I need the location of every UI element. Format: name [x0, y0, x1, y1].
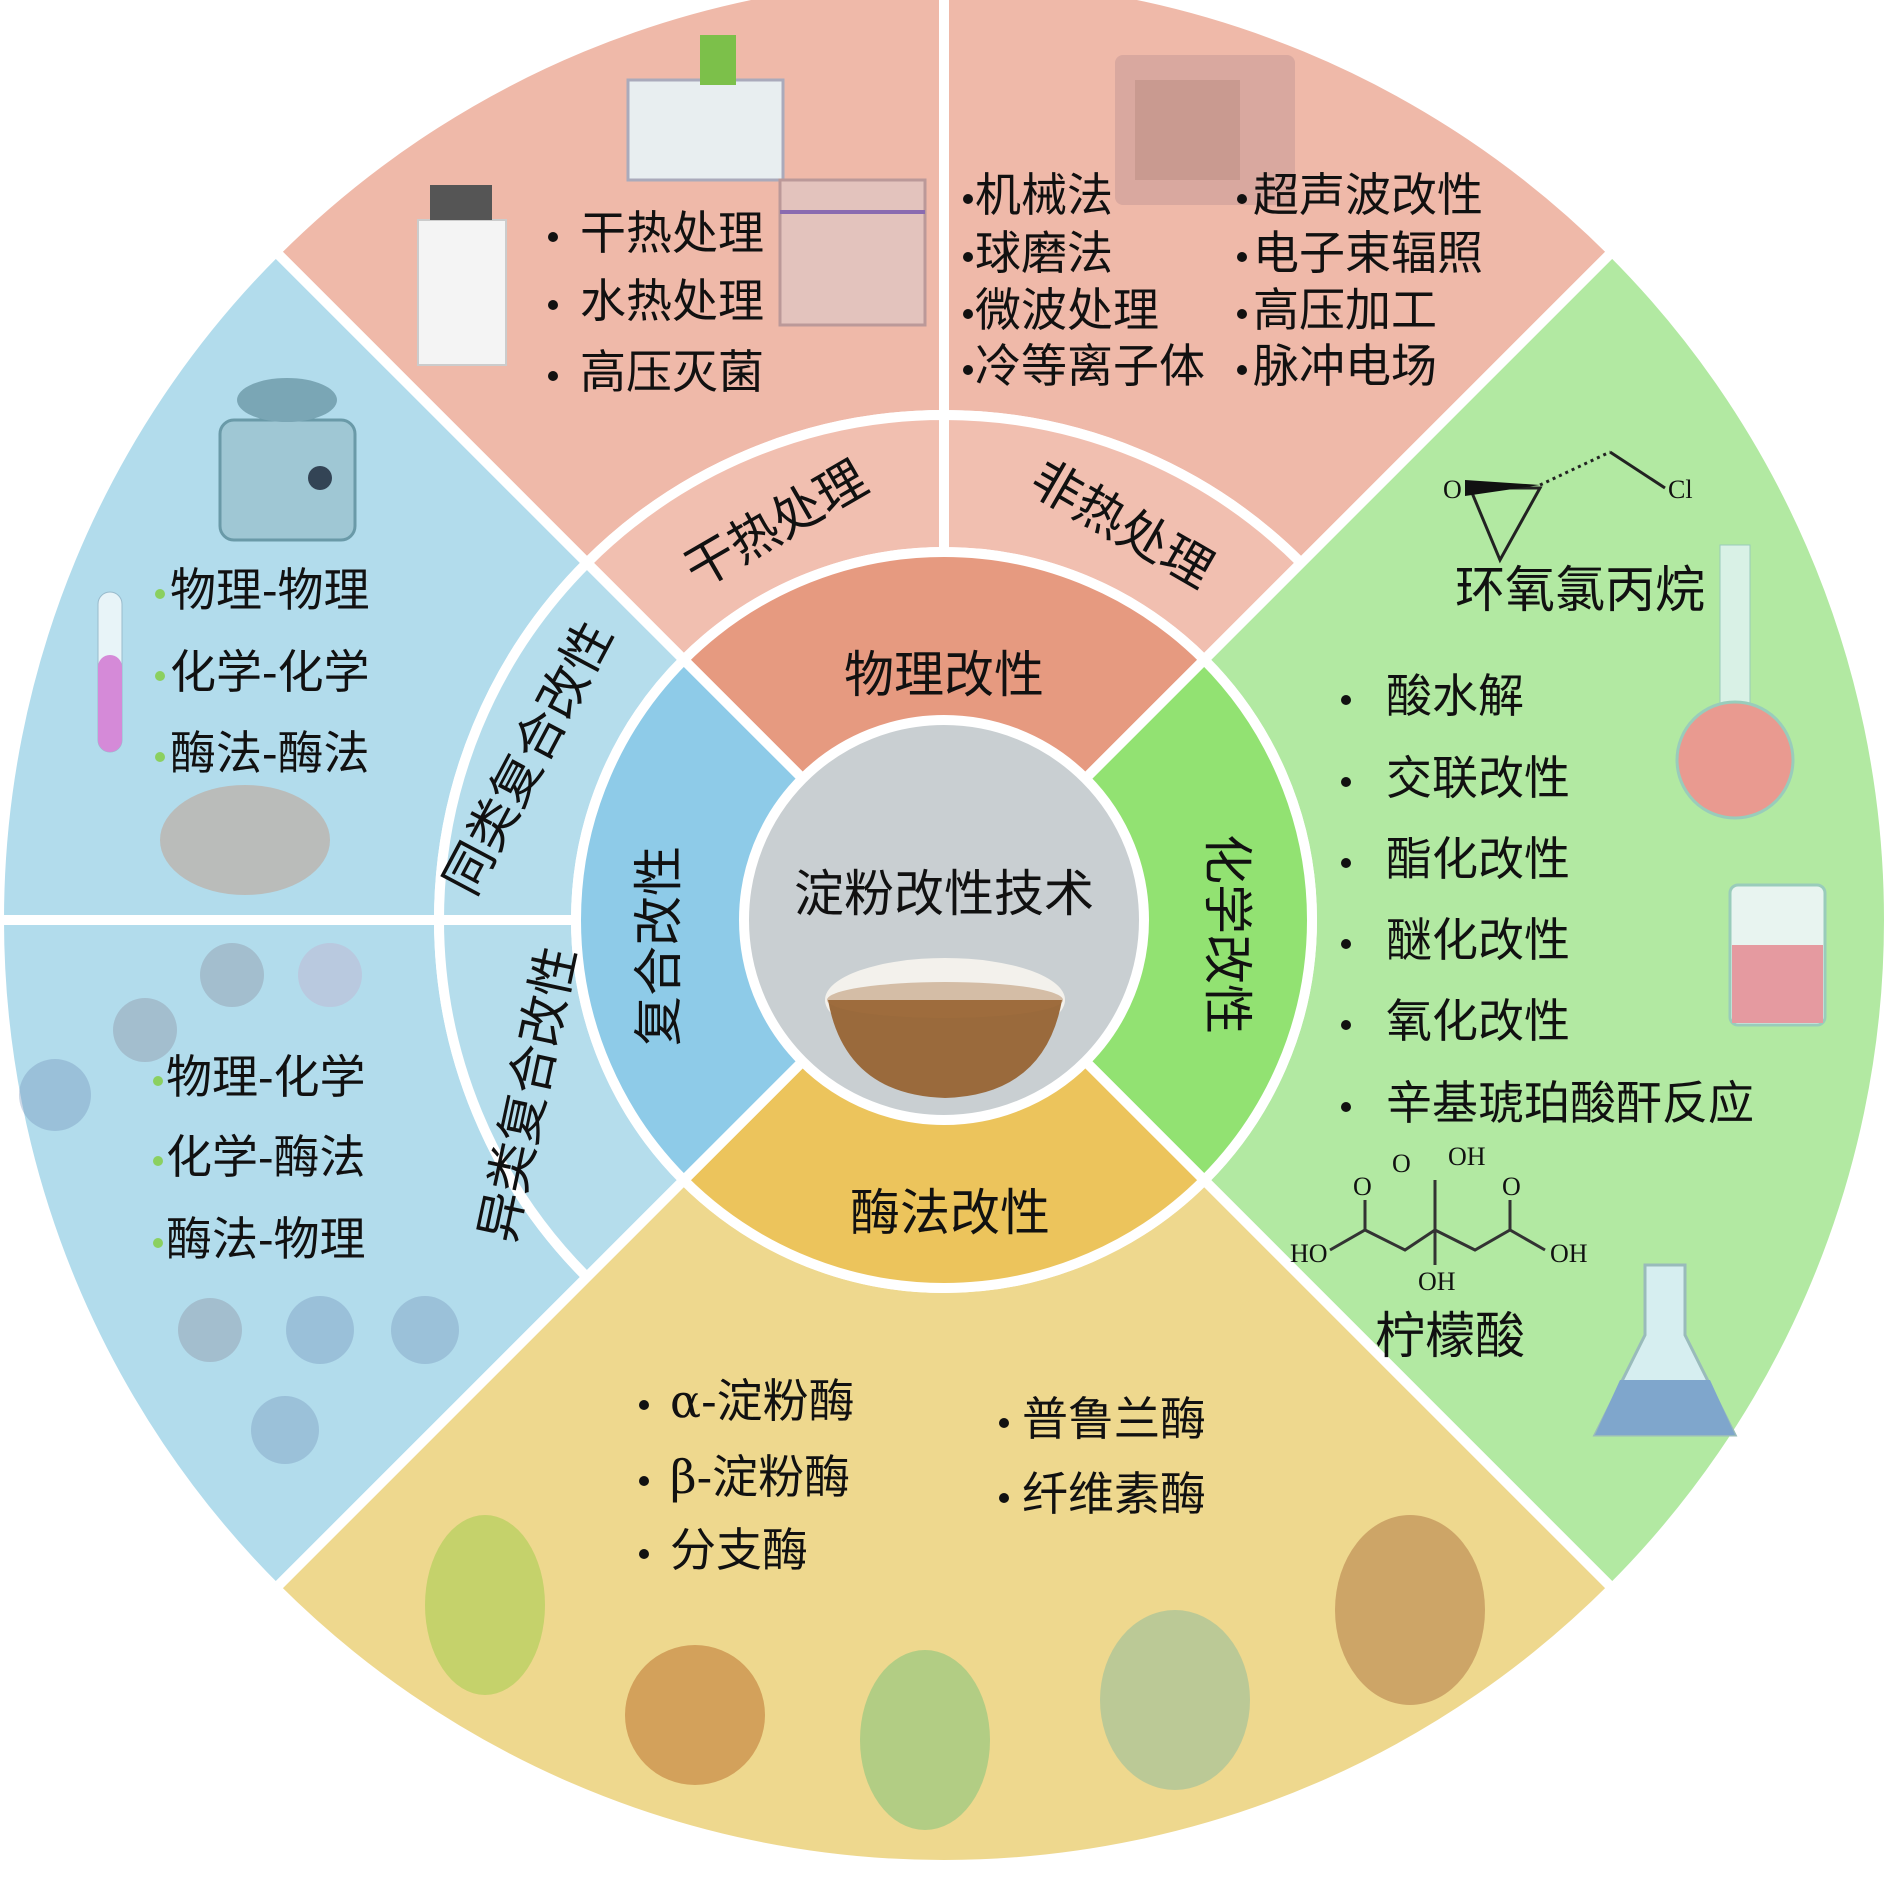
list-item: 酸水解: [1386, 669, 1524, 723]
list-item: 电子束辐照: [1253, 226, 1483, 280]
bullet-icon: [153, 1238, 163, 1248]
list-item: 醚化改性: [1386, 913, 1570, 967]
microwave-icon: [1115, 55, 1295, 205]
bullet-icon: [999, 1418, 1009, 1428]
centrifuge-icon: [218, 378, 357, 542]
bullet-icon: [155, 752, 165, 762]
bullet-icon: [1341, 777, 1351, 787]
bullet-icon: [1237, 252, 1247, 262]
physical-label: 物理改性: [844, 646, 1044, 704]
illustrations: O Cl HO O O OH O OH OH: [19, 35, 1827, 1830]
bullet-icon: [963, 365, 973, 375]
list-item: α-淀粉酶: [670, 1374, 855, 1428]
bullet-icon: [639, 1400, 649, 1410]
list-item: 辛基琥珀酸酐反应: [1386, 1076, 1754, 1130]
bullet-icon: [155, 671, 165, 681]
list-item: 冷等离子体: [975, 339, 1205, 393]
list-item: 微波处理: [975, 283, 1159, 337]
list-item: 化学-酶法: [166, 1130, 366, 1184]
list-item: 球磨法: [975, 226, 1113, 280]
molecule-background-icon: [19, 943, 459, 1464]
water-bath-icon: [626, 35, 785, 182]
atom-label: O: [1502, 1172, 1521, 1201]
bullet-icon: [548, 300, 558, 310]
bullet-icon: [963, 252, 973, 262]
center-title: 淀粉改性技术: [794, 865, 1094, 923]
list-item: 水热处理: [580, 274, 764, 328]
citric-acid-name: 柠檬酸: [1375, 1307, 1525, 1365]
bullet-icon: [639, 1476, 649, 1486]
atom-label: OH: [1448, 1142, 1486, 1171]
list-item: 酶法-物理: [166, 1212, 366, 1266]
list-item: 氧化改性: [1386, 994, 1570, 1048]
enzyme-label: 酶法改性: [850, 1184, 1050, 1242]
epichlorohydrin-name: 环氧氯丙烷: [1455, 561, 1705, 619]
bullet-icon: [155, 589, 165, 599]
list-item: 酯化改性: [1386, 832, 1570, 886]
bullet-icon: [1341, 858, 1351, 868]
erlenmeyer-flask-icon: [1592, 1263, 1738, 1437]
round-flask-icon: [1675, 544, 1795, 820]
test-tube-icon: [97, 591, 123, 753]
atom-label: O: [1392, 1149, 1411, 1178]
list-item: 脉冲电场: [1253, 339, 1437, 393]
bullet-icon: [153, 1076, 163, 1086]
list-item: β-淀粉酶: [670, 1450, 850, 1504]
list-item: 物理-化学: [166, 1050, 366, 1104]
bullet-icon: [1341, 939, 1351, 949]
citric-acid-structure: HO O O OH O OH OH: [1290, 1142, 1588, 1296]
bullet-icon: [1341, 695, 1351, 705]
atom-label: HO: [1290, 1239, 1328, 1268]
list-item: 交联改性: [1386, 751, 1570, 805]
bullet-icon: [548, 232, 558, 242]
list-item: 普鲁兰酶: [1022, 1392, 1206, 1446]
list-item: 酶法-酶法: [170, 726, 370, 780]
oven-icon: [778, 178, 927, 327]
bullet-icon: [1341, 1020, 1351, 1030]
bullet-icon: [153, 1156, 163, 1166]
list-item: 超声波改性: [1253, 168, 1483, 222]
epichlorohydrin-structure: O Cl: [1443, 450, 1693, 564]
bullet-icon: [963, 309, 973, 319]
bullet-icon: [1237, 194, 1247, 204]
list-item: 分支酶: [670, 1523, 808, 1577]
list-item: 干热处理: [580, 206, 764, 260]
protein-structure-icon: [160, 785, 1485, 1830]
atom-label: O: [1353, 1172, 1372, 1201]
list-item: 高压加工: [1253, 283, 1437, 337]
bullet-icon: [639, 1549, 649, 1559]
bullet-icon: [1341, 1102, 1351, 1112]
bullet-icon: [1237, 365, 1247, 375]
atom-label: Cl: [1668, 475, 1693, 504]
list-item: 机械法: [975, 168, 1113, 222]
list-item: 纤维素酶: [1022, 1467, 1206, 1521]
list-item: 高压灭菌: [580, 345, 764, 399]
list-item: 化学-化学: [170, 645, 370, 699]
beaker-icon: [1728, 883, 1827, 1027]
bullet-icon: [963, 194, 973, 204]
bullet-icon: [999, 1493, 1009, 1503]
list-item: 物理-物理: [170, 563, 370, 617]
composite-label: 复合改性: [630, 846, 688, 1046]
chemical-label: 化学改性: [1198, 834, 1256, 1034]
atom-label: O: [1443, 475, 1462, 504]
atom-label: OH: [1418, 1267, 1456, 1296]
bullet-icon: [1237, 309, 1247, 319]
autoclave-icon: [417, 185, 507, 366]
bullet-icon: [548, 371, 558, 381]
bowl-of-starch-icon: [825, 958, 1065, 1098]
atom-label: OH: [1550, 1239, 1588, 1268]
